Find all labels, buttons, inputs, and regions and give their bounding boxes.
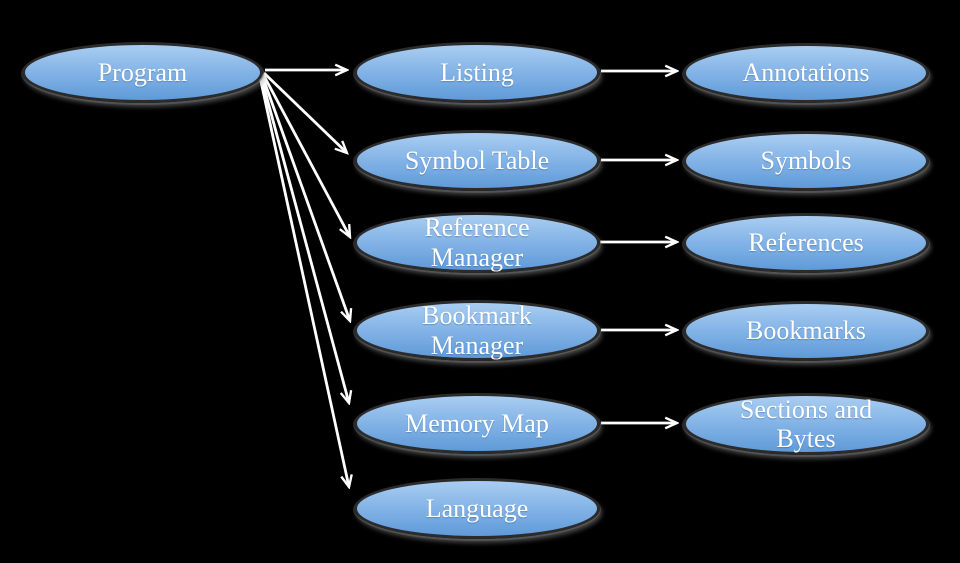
node-label: Sections and Bytes (739, 394, 873, 453)
node-label: Symbol Table (404, 145, 550, 175)
node-label: Language (425, 493, 529, 523)
node-label: Program (97, 57, 188, 87)
edge-program-reference-manager (261, 73, 350, 237)
node-symbols: Symbols (683, 131, 929, 191)
node-label: Bookmark Manager (422, 301, 532, 360)
node-language: Language (354, 478, 600, 539)
edge-program-symbol-table (263, 71, 347, 153)
edge-program-bookmark-manager (260, 74, 350, 321)
node-label: References (748, 228, 864, 258)
edge-program-language (258, 76, 349, 487)
node-label: Annotations (742, 58, 870, 88)
node-label: Memory Map (405, 408, 549, 438)
node-reference-manager: Reference Manager (354, 212, 600, 273)
node-program: Program (22, 42, 263, 103)
node-references: References (683, 213, 929, 273)
node-bookmark-manager: Bookmark Manager (354, 300, 600, 361)
node-label: Symbols (760, 146, 852, 176)
node-listing: Listing (354, 42, 600, 103)
node-label: Bookmarks (746, 316, 866, 346)
node-label: Listing (440, 57, 514, 87)
node-label: Reference Manager (424, 213, 530, 272)
node-annotations: Annotations (683, 43, 929, 103)
node-memory-map: Memory Map (354, 393, 600, 454)
edge-program-memory-map (259, 75, 349, 403)
node-sections-and-bytes: Sections and Bytes (683, 393, 929, 455)
node-symbol-table: Symbol Table (354, 130, 600, 191)
node-bookmarks: Bookmarks (683, 301, 929, 361)
